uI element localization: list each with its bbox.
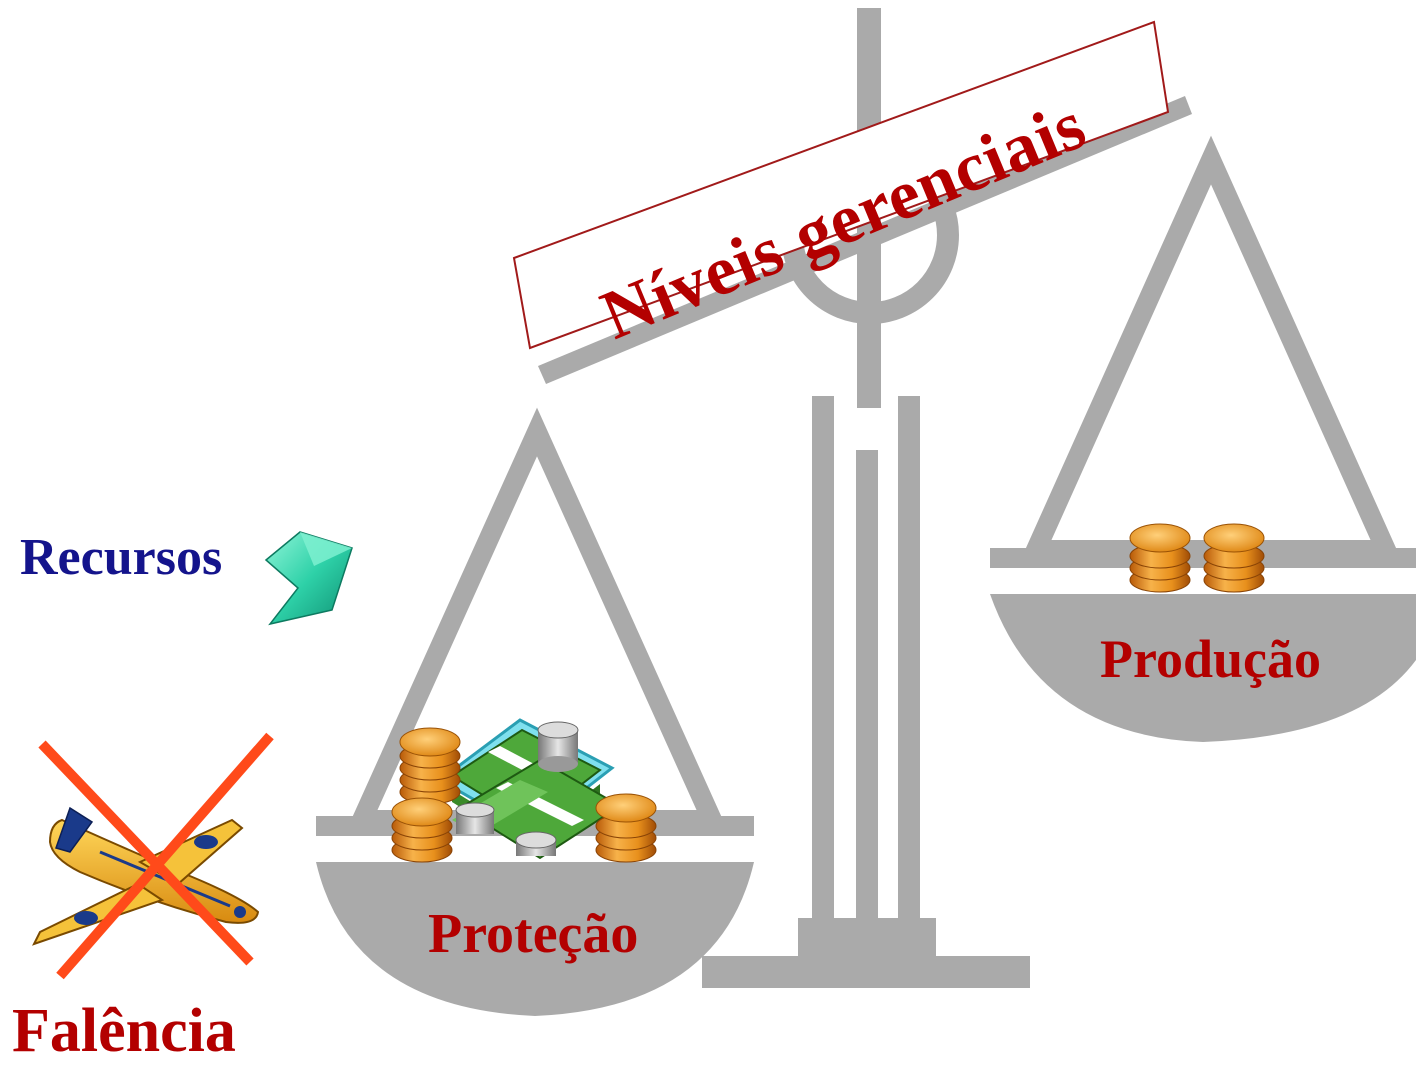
right-pan-hanger: [1020, 135, 1402, 560]
scale-base-upper: [798, 918, 936, 960]
production-label: Produção: [1100, 629, 1322, 689]
scale-column-left: [812, 396, 834, 936]
scale: [316, 8, 1416, 1016]
left-pan-bowl: [316, 862, 754, 1016]
teal-arrow-icon: [264, 531, 353, 626]
scale-column-mid: [856, 450, 878, 936]
gold-coin-stack-right-pan-1: [1129, 523, 1191, 593]
scale-base-lower: [702, 956, 1030, 988]
protection-label: Proteção: [428, 903, 639, 965]
scale-column-right: [898, 396, 920, 936]
bankruptcy-label: Falência: [12, 997, 236, 1065]
gold-coin-stack-left-bottom: [391, 797, 453, 863]
gold-coin-stack-right: [595, 793, 657, 863]
silver-coin-stack: [455, 721, 579, 856]
coin-stack-icon: [1129, 523, 1265, 593]
banner-frame: [512, 20, 1170, 350]
cross-icon: [38, 732, 274, 980]
right-pan-bowl: [990, 594, 1416, 742]
resources-label: Recursos: [20, 529, 223, 586]
money-pile-icon: [391, 718, 657, 863]
gold-coin-stack-right-pan-2: [1203, 523, 1265, 593]
right-pan-rim: [990, 548, 1416, 568]
gold-coin-stack-left-top: [399, 727, 461, 805]
scale-beam: [538, 96, 1192, 384]
